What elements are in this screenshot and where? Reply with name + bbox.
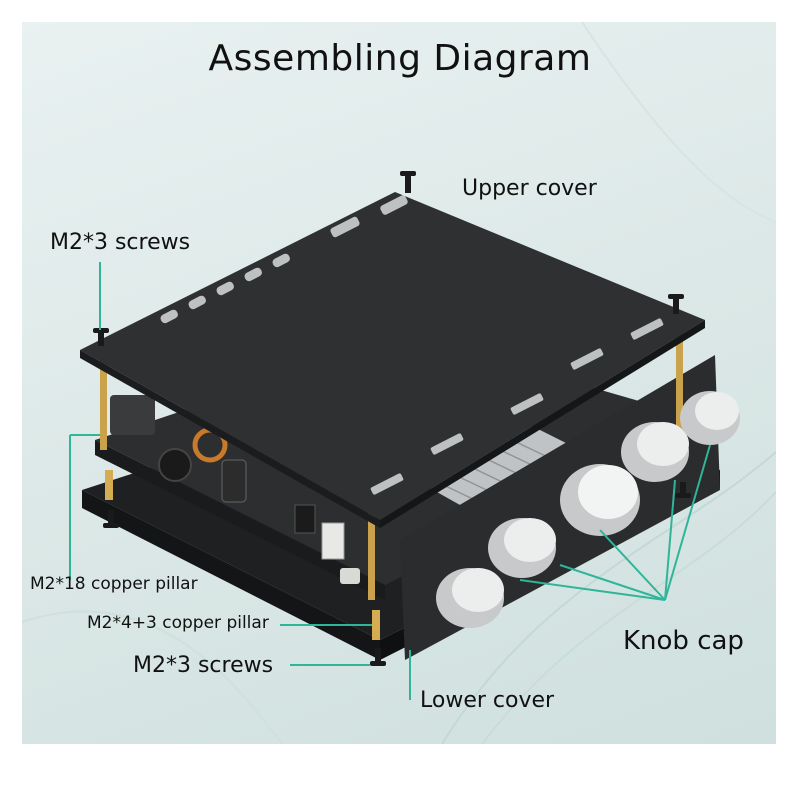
upper-cover-markings xyxy=(160,195,664,495)
copper-pillars xyxy=(100,330,683,640)
connector-component xyxy=(321,522,345,560)
label-copper-pillar-4-3: M2*4+3 copper pillar xyxy=(87,613,269,633)
knob-cap xyxy=(560,464,640,536)
label-copper-pillar-18: M2*18 copper pillar xyxy=(30,574,198,594)
knob-cap xyxy=(680,391,740,445)
background-wave-decoration xyxy=(22,22,776,744)
upper-cover-plate xyxy=(80,192,705,520)
label-lower-cover: Lower cover xyxy=(420,688,555,713)
diagram-title: Assembling Diagram xyxy=(208,38,592,79)
knob-cap xyxy=(436,568,504,628)
label-upper-cover: Upper cover xyxy=(462,176,597,201)
label-knob-cap: Knob cap xyxy=(623,626,744,656)
label-top-screws: M2*3 screws xyxy=(50,230,191,255)
buzzer-component xyxy=(158,448,192,482)
screws xyxy=(93,171,691,666)
dc-jack-component xyxy=(110,395,155,435)
knob-caps xyxy=(436,391,740,628)
leader-lines xyxy=(69,262,711,700)
knob-cap xyxy=(621,422,689,482)
small-component xyxy=(340,568,360,584)
capacitor-component xyxy=(221,459,247,503)
knob-cap xyxy=(488,518,556,578)
label-bottom-screws: M2*3 screws xyxy=(133,653,274,678)
chip-component xyxy=(294,504,316,534)
